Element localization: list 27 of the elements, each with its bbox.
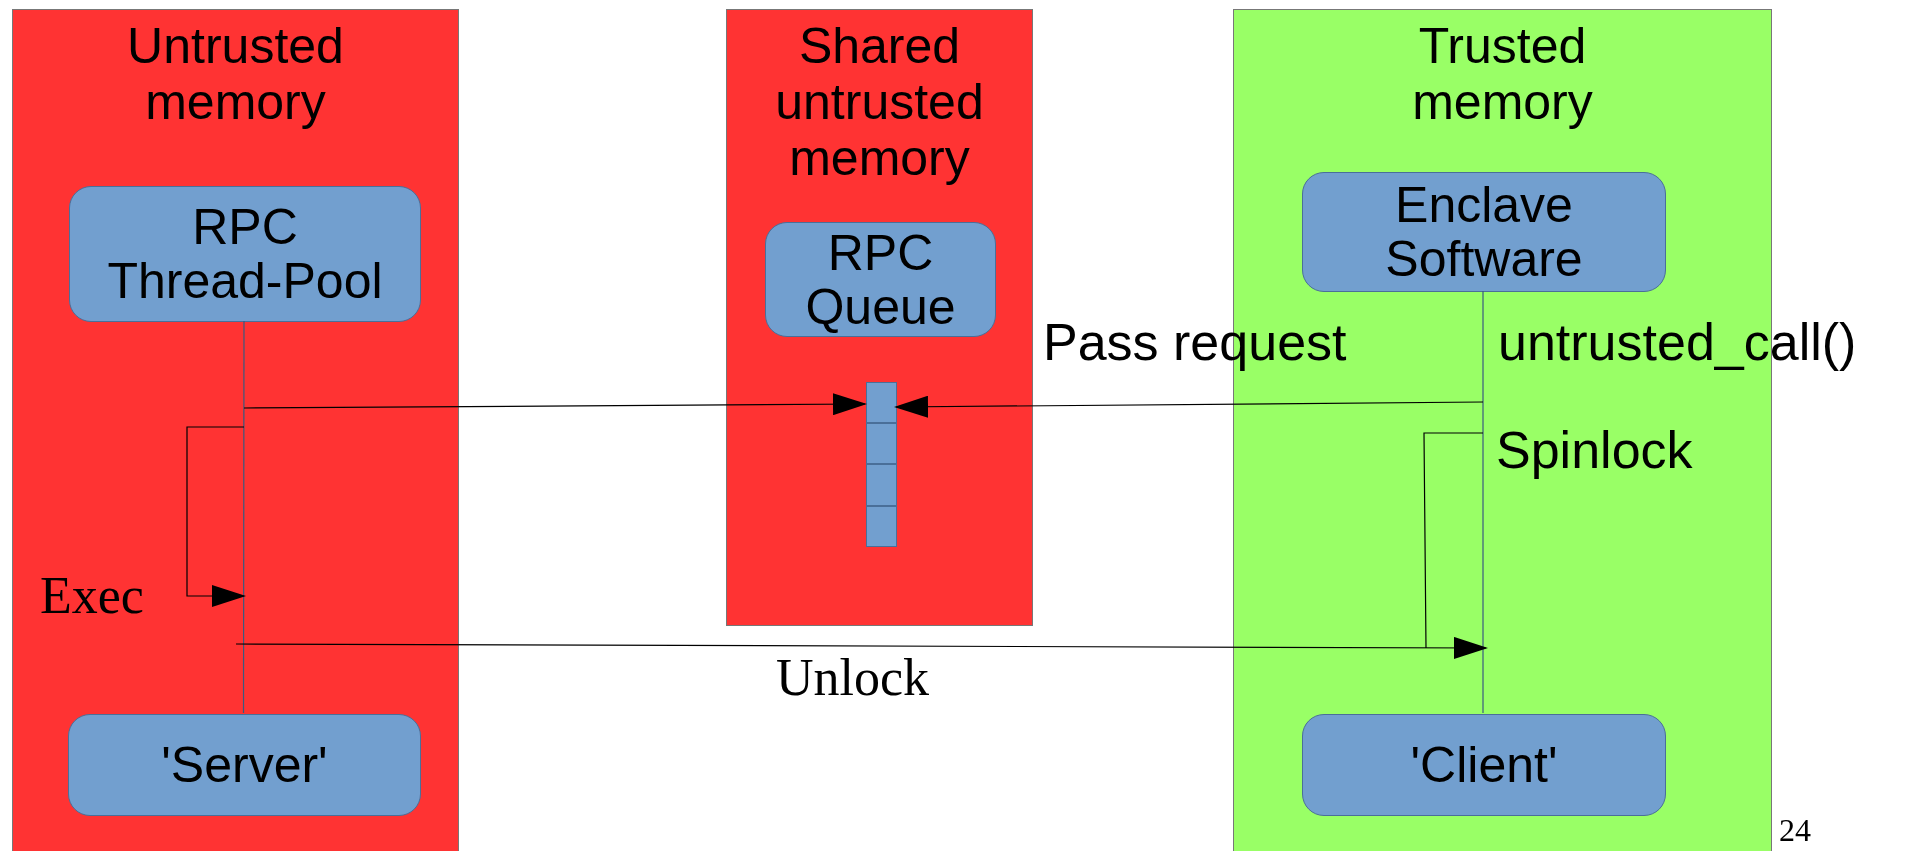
queue-slot xyxy=(866,423,897,464)
queue-slot xyxy=(866,382,897,423)
memory-region-panel xyxy=(12,9,459,851)
box-label: 'Server' xyxy=(161,738,328,792)
box-label: RPC Queue xyxy=(804,225,957,334)
queue-slot xyxy=(866,464,897,506)
process-box xyxy=(68,714,421,816)
process-box xyxy=(69,186,421,322)
message-label: Unlock xyxy=(776,648,930,707)
message-label: Exec xyxy=(40,566,144,625)
arrow xyxy=(894,395,1484,418)
message-label: Spinlock xyxy=(1496,420,1693,480)
box-label: RPC Thread-Pool xyxy=(106,200,384,308)
page-number: 24 xyxy=(1779,812,1811,849)
queue-slot xyxy=(866,506,897,547)
region-title: Shared untrusted memory xyxy=(774,18,985,186)
lifeline xyxy=(1482,290,1484,714)
arrow xyxy=(243,393,867,416)
process-box xyxy=(1302,172,1666,292)
box-label: Enclave Software xyxy=(1384,178,1584,286)
region-title: Trusted memory xyxy=(1411,18,1594,130)
process-box xyxy=(1302,714,1666,816)
box-label: 'Client' xyxy=(1410,738,1558,792)
region-title: Untrusted memory xyxy=(126,18,345,130)
memory-region-panel xyxy=(726,9,1033,626)
lifeline xyxy=(242,320,245,714)
process-box xyxy=(765,222,996,337)
